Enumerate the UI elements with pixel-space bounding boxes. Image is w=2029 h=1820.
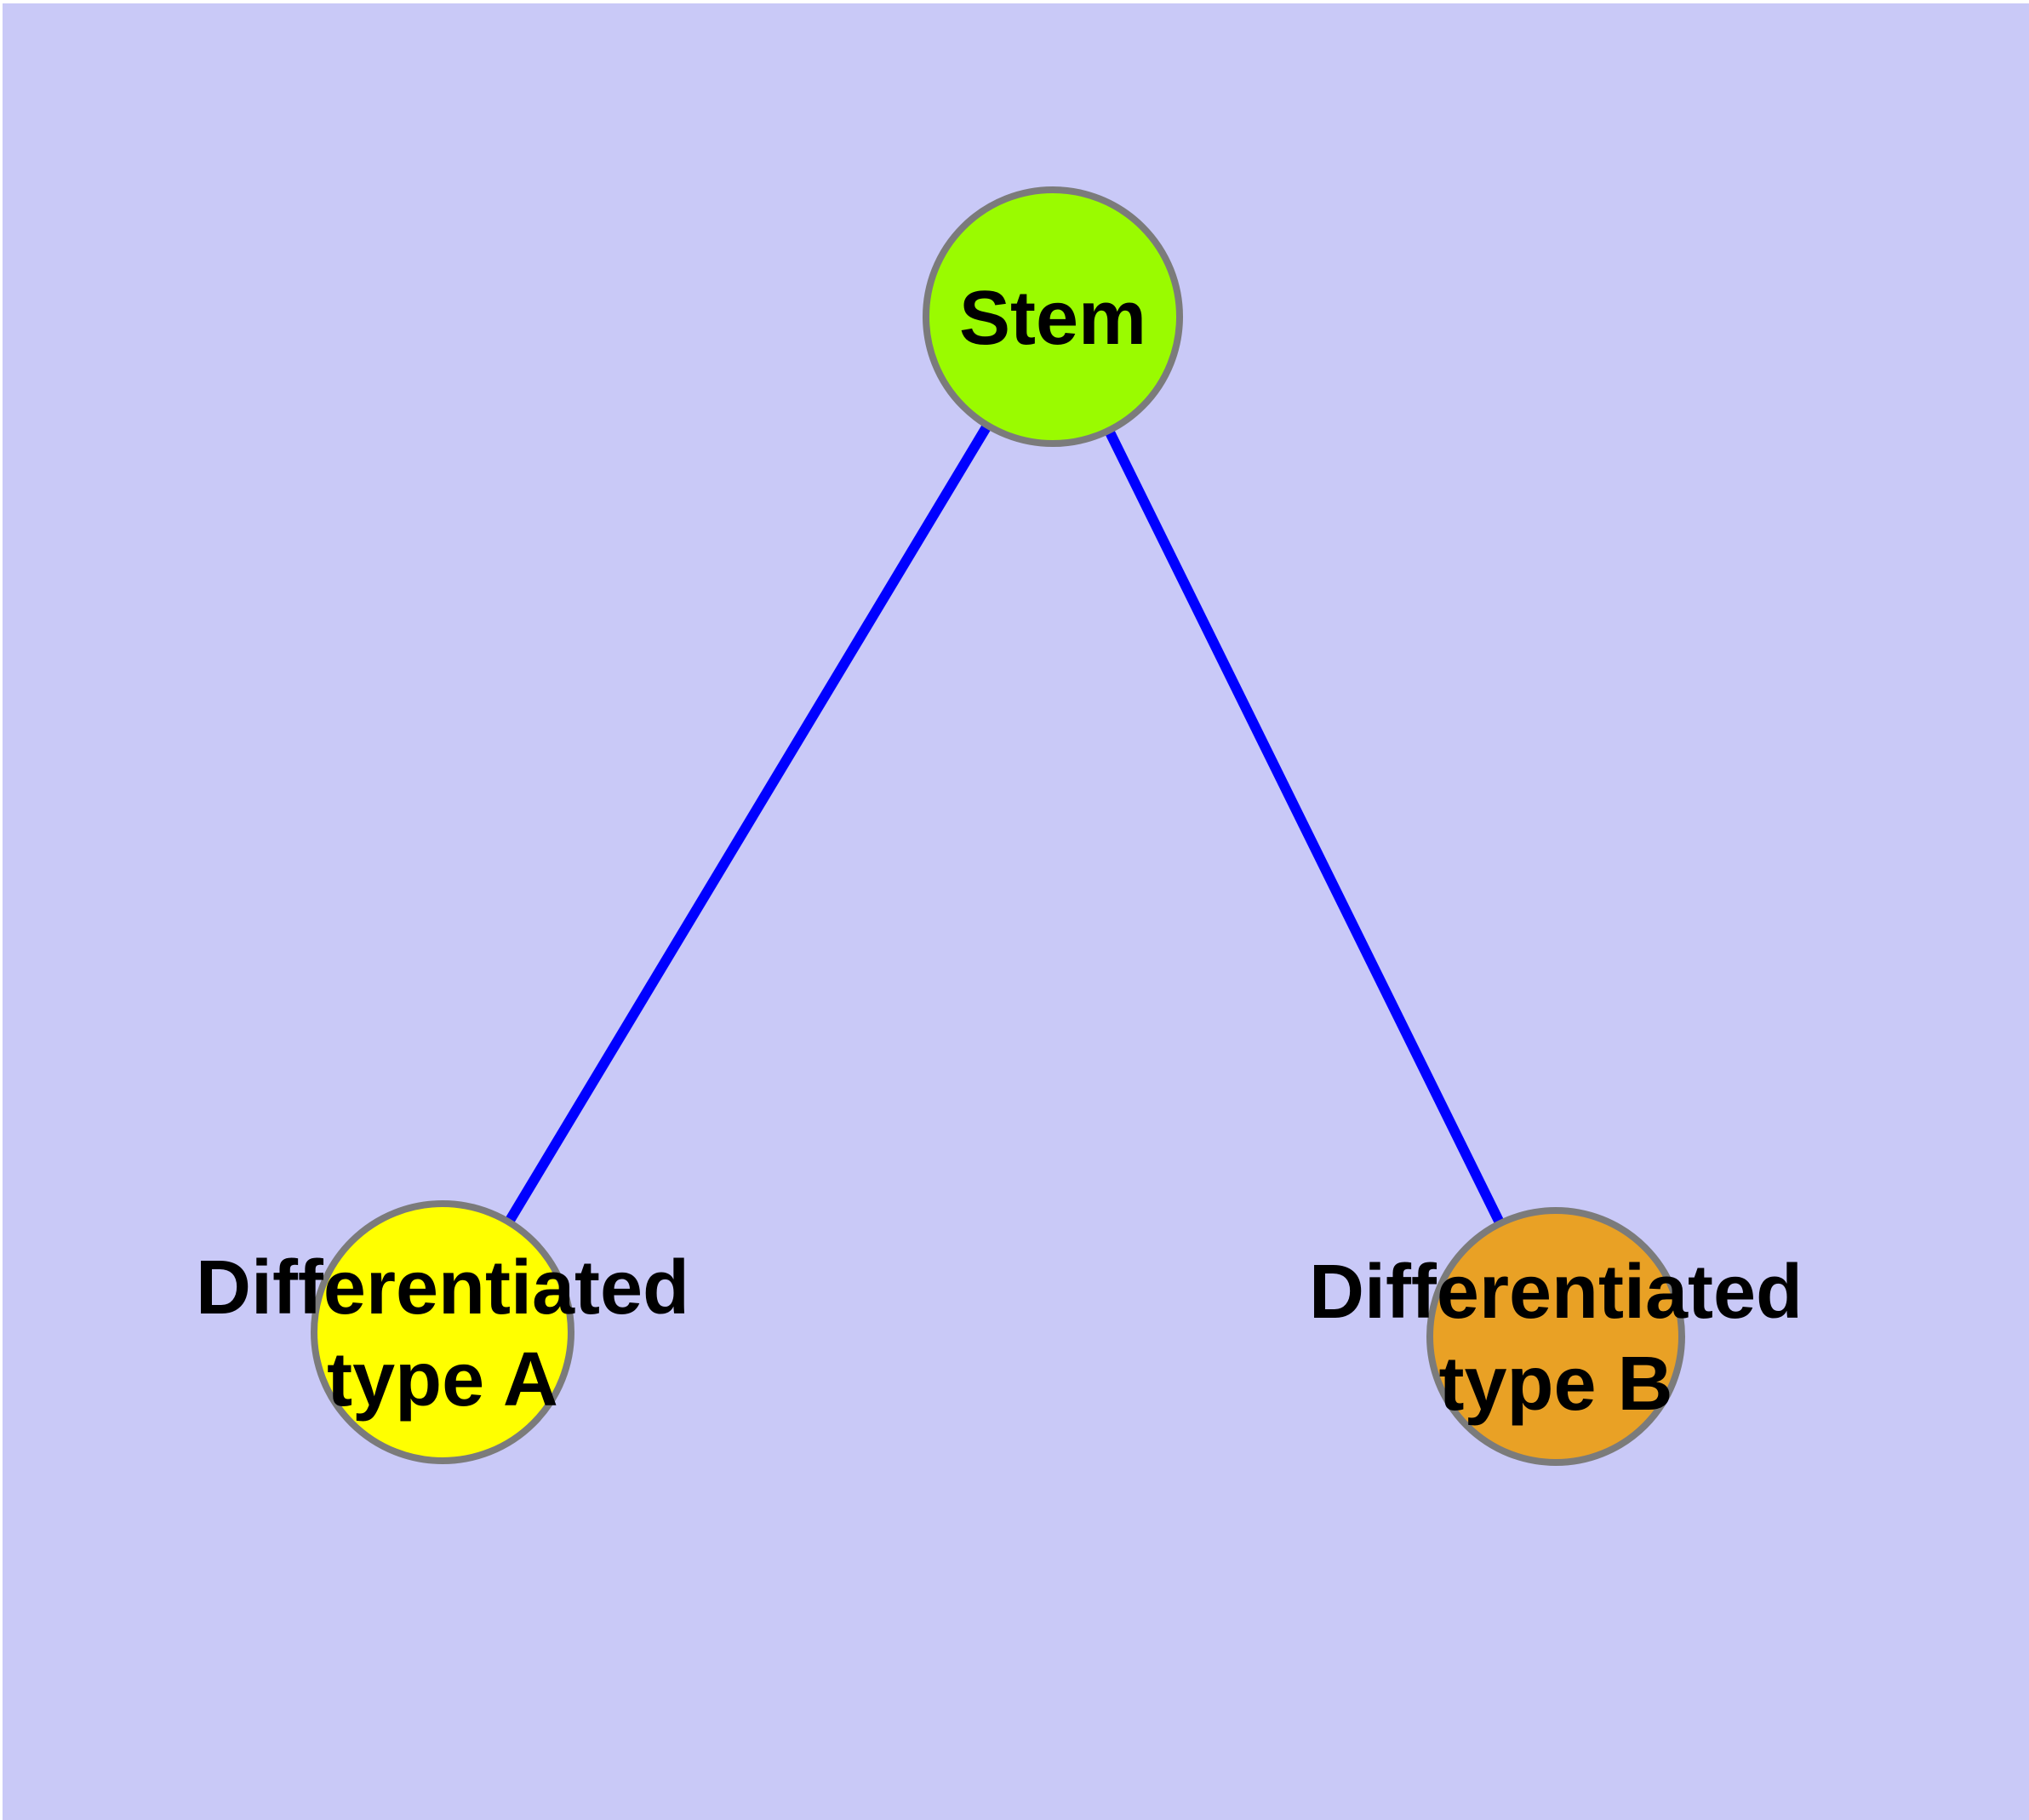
node-differentiated-type-a [311,1200,574,1464]
node-stem [923,186,1183,447]
edge-stem-to-differentiated-type-a [437,313,1058,1336]
node-differentiated-type-b [1426,1207,1685,1466]
node-layer [311,186,1685,1466]
edge-stem-to-differentiated-type-b [1048,314,1561,1339]
node-label-stem: Stem [959,276,1146,361]
edge-layer [437,313,1561,1339]
